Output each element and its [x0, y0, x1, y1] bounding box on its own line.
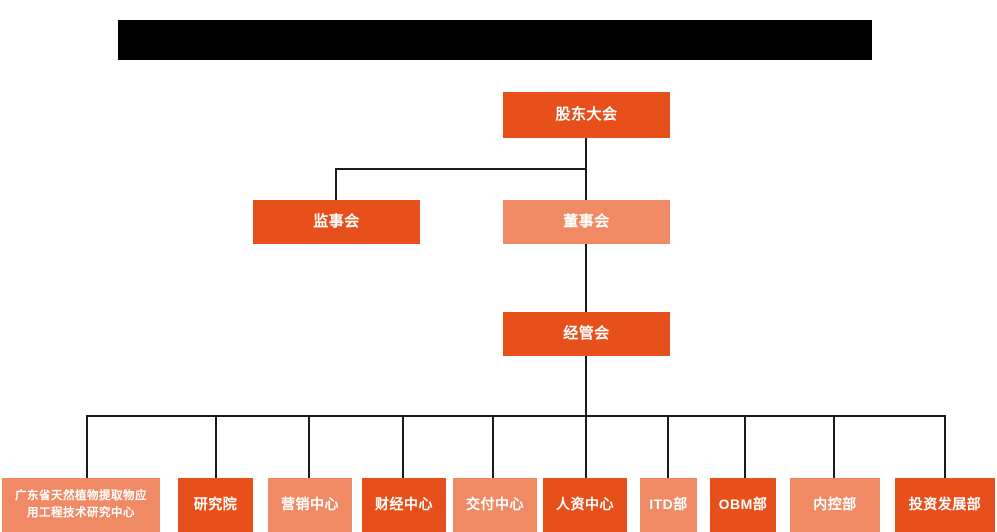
connector-departments-bus: [86, 415, 945, 417]
node-label: 经管会: [563, 324, 610, 342]
connector-drop-dept3: [308, 415, 310, 478]
node-dept-delivery-center[interactable]: 交付中心: [453, 478, 537, 532]
node-label: ITD部: [649, 496, 688, 513]
node-label: 投资发展部: [908, 496, 982, 513]
node-management-committee[interactable]: 经管会: [503, 312, 670, 356]
connector-directors-management: [585, 243, 587, 313]
node-dept-internal-control[interactable]: 内控部: [790, 478, 880, 532]
node-label: 董事会: [563, 212, 610, 230]
node-board-of-directors[interactable]: 董事会: [503, 200, 670, 244]
node-dept-research-institute[interactable]: 研究院: [178, 478, 253, 532]
node-label: 营销中心: [281, 496, 339, 513]
connector-directors-down: [585, 168, 587, 201]
node-dept-itd[interactable]: ITD部: [640, 478, 697, 532]
connector-drop-dept7: [667, 415, 669, 478]
connector-drop-dept2: [215, 415, 217, 478]
node-dept-finance-center[interactable]: 财经中心: [362, 478, 446, 532]
node-label: 研究院: [193, 496, 238, 513]
node-label: 财经中心: [375, 496, 433, 513]
node-label: 内控部: [813, 496, 857, 513]
node-label: 监事会: [313, 212, 360, 230]
node-dept-obm[interactable]: OBM部: [710, 478, 776, 532]
node-board-of-supervisors[interactable]: 监事会: [253, 200, 420, 244]
connector-shareholders-down: [585, 138, 587, 170]
connector-supervisors-down: [335, 168, 337, 201]
node-dept-research-center-natural-plant-extracts[interactable]: 广东省天然植物提取物应 用工程技术研究中心: [2, 478, 160, 532]
title-banner-redacted: [118, 20, 872, 60]
connector-drop-dept8: [744, 415, 746, 478]
connector-drop-dept9: [833, 415, 835, 478]
node-shareholders-meeting[interactable]: 股东大会: [503, 92, 670, 138]
node-label: 人资中心: [556, 496, 614, 513]
node-label: 交付中心: [466, 496, 524, 513]
node-dept-marketing-center[interactable]: 营销中心: [268, 478, 352, 532]
connector-drop-dept6: [585, 415, 587, 478]
node-label: 广东省天然植物提取物应 用工程技术研究中心: [15, 490, 147, 519]
connector-drop-dept1: [86, 415, 88, 478]
connector-drop-dept4: [402, 415, 404, 478]
node-dept-human-resources-center[interactable]: 人资中心: [543, 478, 627, 532]
node-dept-investment-development[interactable]: 投资发展部: [895, 478, 995, 532]
connector-management-down: [585, 356, 587, 417]
connector-drop-dept5: [492, 415, 494, 478]
node-label: 股东大会: [555, 105, 618, 123]
node-label: OBM部: [718, 496, 768, 513]
connector-level2-horizontal: [335, 168, 587, 170]
connector-drop-dept10: [944, 415, 946, 478]
